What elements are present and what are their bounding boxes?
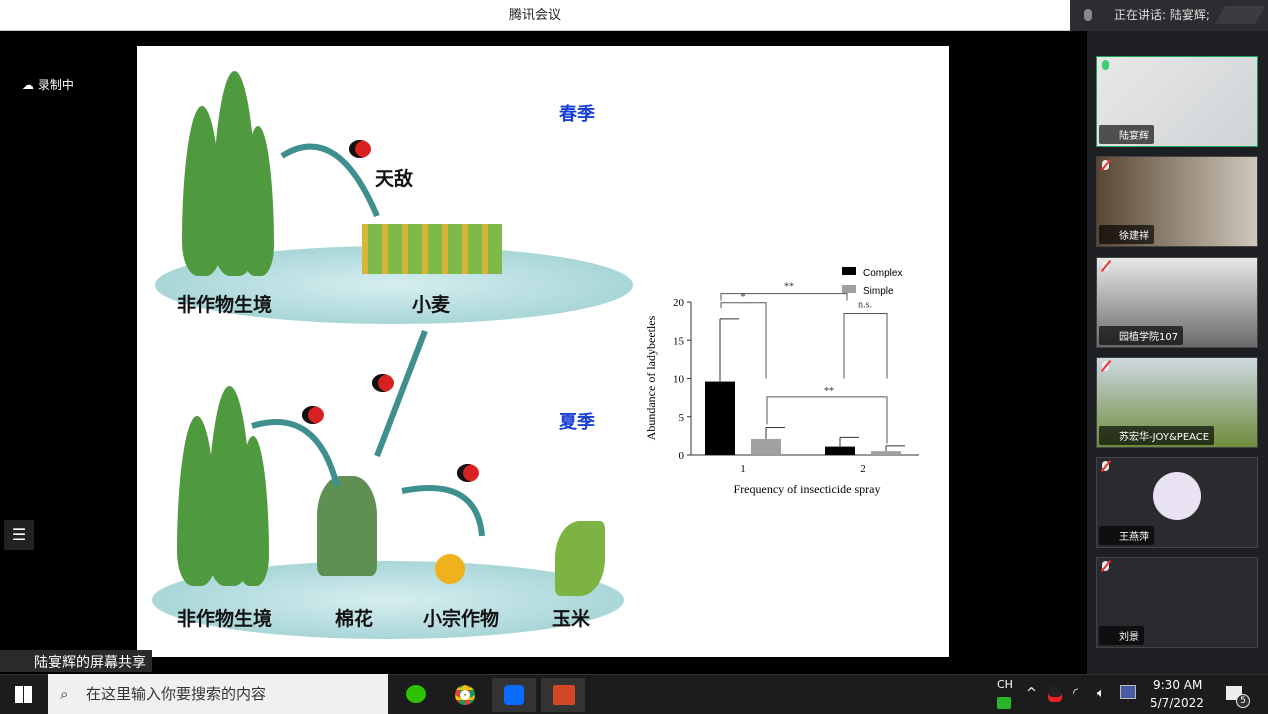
participant-name: 徐建祥 [1099,225,1154,244]
x-axis-label: Frequency of insecticide spray [734,482,881,496]
taskbar-search-input[interactable]: ⌕ 在这里输入你要搜索的内容 [48,674,388,714]
mic-muted-icon [1102,461,1109,471]
sig-bracket [843,312,888,379]
ladybug-icon [372,374,394,392]
sig-annotation: ** [784,282,794,293]
ime-indicator[interactable]: CH [997,678,1013,691]
speaking-text: 正在讲话: 陆宴辉; [1114,8,1210,22]
chevron-up-icon[interactable]: ^ [1026,686,1037,701]
label-corn: 玉米 [552,608,591,630]
window-title: 腾讯会议 [508,8,561,23]
mic-on-icon [1102,60,1109,70]
participant-tile[interactable]: 徐建祥 [1096,156,1258,247]
mic-muted-icon [1102,160,1109,170]
sogou-input-icon[interactable] [997,697,1011,709]
participant-panel: 陆宴辉徐建祥园植学院107 苏宏华-JOY&PEACE 王燕萍刘景 [1087,31,1268,674]
mic-muted-icon[interactable] [1084,9,1092,21]
recording-status: ☁ 录制中 [22,78,74,92]
wheat-icon [362,224,502,274]
label-natural-enemy: 天敌 [375,168,414,190]
y-tick-label: 10 [673,374,685,386]
arrow-icon [374,329,428,458]
arrow-icon [251,419,340,487]
label-noncrop-summer: 非作物生境 [177,608,273,630]
ladybug-icon [302,406,324,424]
label-minor-crops: 小宗作物 [423,608,500,630]
sunflower-icon [435,554,465,584]
share-text: 陆宴辉的屏幕共享 [34,655,146,671]
sig-bracket [766,396,888,444]
tencent-logo-icon [1214,6,1266,24]
participant-tile[interactable]: 王燕萍 [1096,457,1258,548]
y-tick-label: 5 [679,412,685,424]
y-tick-label: 20 [673,297,685,309]
cotton-plant-icon [317,476,377,576]
search-icon: ⌕ [60,685,69,703]
legend-label: Complex [863,268,902,279]
mic-muted-icon [1102,361,1109,371]
participant-name: 园植学院107 [1099,326,1184,345]
x-tick-label: 1 [740,463,746,475]
label-noncrop-spring: 非作物生境 [177,294,273,316]
screen-share-label: 陆宴辉的屏幕共享 [0,650,152,672]
powerpoint-icon[interactable] [541,678,585,712]
participant-tile[interactable]: 陆宴辉 [1096,56,1258,147]
notification-count: 5 [1236,694,1250,708]
windows-start-icon[interactable] [15,686,32,703]
wechat-icon[interactable] [394,678,438,712]
display-icon[interactable] [1120,685,1136,699]
sig-annotation: ** [824,386,834,397]
participant-name: 苏宏华-JOY&PEACE [1099,426,1215,445]
y-tick-label: 15 [673,335,685,347]
legend-swatch [842,285,856,293]
recording-label: 录制中 [37,78,74,92]
participant-tile[interactable]: 园植学院107 [1096,257,1258,348]
legend-label: Simple [863,286,894,297]
y-axis-label: Abundance of ladybeetles [644,315,658,440]
label-summer: 夏季 [559,412,595,433]
legend-swatch [842,267,856,275]
participant-name: 王燕萍 [1099,526,1154,545]
tencent-meeting-icon[interactable] [492,678,536,712]
sig-bracket [720,293,848,301]
list-menu-icon[interactable]: ☰ [4,520,34,550]
participant-name: 陆宴辉 [1099,125,1154,144]
speaking-indicator: 正在讲话: 陆宴辉; [1070,0,1268,31]
window-title-bar: 腾讯会议 [0,0,1070,31]
chrome-icon[interactable] [443,678,487,712]
x-tick-label: 2 [860,463,866,475]
arrows [251,143,485,537]
y-tick-label: 0 [679,450,685,462]
sig-bracket [720,302,767,379]
avatar [1153,472,1201,520]
corn-icon [555,521,605,596]
volume-icon[interactable]: 🔈︎ [1097,686,1105,701]
mic-muted-icon [1102,561,1109,571]
arrow-icon [401,485,485,537]
label-spring: 春季 [559,104,595,125]
arrow-icon [280,143,380,218]
mic-muted-icon [1102,261,1109,271]
label-cotton: 棉花 [335,608,374,630]
bar-complex [705,381,735,455]
ladybug-icon [457,464,479,482]
shared-slide: 春季 夏季 天敌 非作物生境 小麦 非作物生境 棉花 小宗作物 玉米 0 5 10 1… [137,46,949,657]
participant-tile[interactable]: 苏宏华-JOY&PEACE [1096,357,1258,448]
label-wheat: 小麦 [412,294,451,316]
sig-annotation: * [741,292,746,303]
clock-date[interactable]: 5/7/2022 [1150,696,1204,710]
bar-complex [825,446,855,455]
qq-icon[interactable] [1048,686,1062,702]
wifi-icon[interactable]: ◜ [1073,686,1079,701]
bar-simple [871,451,901,455]
search-placeholder: 在这里输入你要搜索的内容 [86,685,267,703]
participant-name: 刘景 [1099,626,1144,645]
clock-time[interactable]: 9:30 AM [1153,678,1203,692]
participant-tile[interactable]: 刘景 [1096,557,1258,648]
sig-annotation: n.s. [858,299,872,310]
ladybug-icon [349,140,371,158]
bar-simple [751,438,781,455]
